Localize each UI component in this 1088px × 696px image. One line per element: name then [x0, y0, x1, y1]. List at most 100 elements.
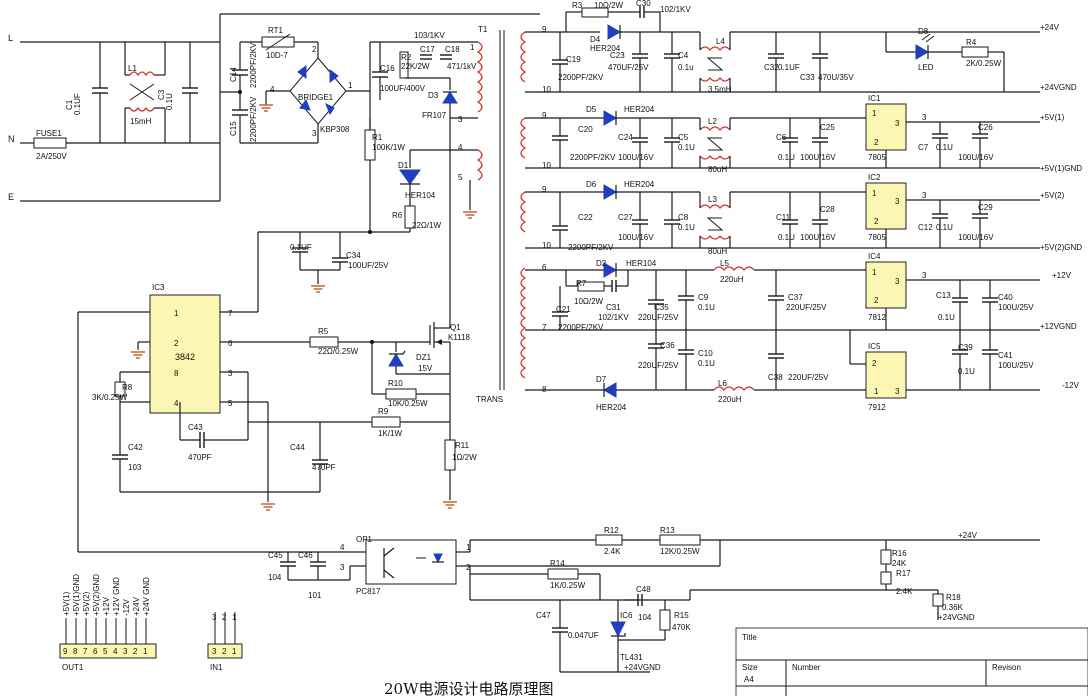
svg-text:3: 3	[895, 197, 900, 206]
r4-ref: R4	[966, 38, 977, 47]
c9-ref: C9	[698, 293, 709, 302]
c48-value: 104	[638, 613, 652, 622]
svg-text:10: 10	[542, 241, 551, 250]
c1-ref: C1	[65, 99, 74, 110]
out1-pin-number: 7	[83, 647, 88, 656]
c13-ref: C13	[936, 291, 951, 300]
c43-ref: C43	[188, 423, 203, 432]
rt1-ref: RT1	[268, 26, 284, 35]
r3-ref: R3	[572, 1, 583, 10]
svg-text:3: 3	[458, 115, 463, 124]
ic4-body	[865, 261, 907, 309]
c37-ref: C37	[788, 293, 803, 302]
l2-value: 80uH	[708, 165, 727, 174]
r14-value: 1K/0.25W	[550, 581, 586, 590]
c32-ref: C32	[764, 63, 779, 72]
c12-ref: C12	[918, 223, 933, 232]
ic1-part: 7805	[868, 153, 886, 162]
c39-ref: C39	[958, 343, 973, 352]
r9-value: 1K/1W	[378, 429, 402, 438]
out1-signal-label: +24V GND	[142, 577, 151, 616]
c41-ref: C41	[998, 351, 1013, 360]
svg-text:2: 2	[222, 647, 227, 656]
out-neg12v-label: -12V	[1062, 381, 1080, 390]
out1-signal-label: +5V(2)	[82, 591, 91, 616]
l3-ref: L3	[708, 195, 717, 204]
svg-text:1: 1	[466, 543, 471, 552]
c3-value: 0.1U	[165, 93, 174, 110]
ic5-body	[865, 351, 907, 399]
r7-ref: R7	[576, 279, 587, 288]
out1-pin-number: 9	[63, 647, 68, 656]
out1-signal-label: +12V GND	[112, 577, 121, 616]
d2-ref: D2	[596, 259, 607, 268]
c30-value: 102/1KV	[660, 5, 691, 14]
c38-value: 220UF/25V	[788, 373, 829, 382]
output-24v: R3 10Ω/2W C30 102/1KV D4 HER204 C19 2200…	[525, 0, 1077, 94]
c23-value: 470UF/25V	[608, 63, 649, 72]
svg-text:1: 1	[872, 109, 877, 118]
r15-ref: R15	[674, 611, 689, 620]
op1-part: PC817	[356, 587, 381, 596]
svg-text:2: 2	[872, 359, 877, 368]
svg-text:3: 3	[895, 119, 900, 128]
ic3-body	[149, 294, 221, 414]
svg-text:9: 9	[542, 25, 547, 34]
r2-ref: R2	[401, 53, 412, 62]
svg-text:3: 3	[228, 369, 233, 378]
d5-ref: D5	[586, 105, 597, 114]
c21-value: 2200PF/2KV	[558, 323, 604, 332]
c46-ref: C46	[298, 551, 313, 560]
fb-24vgnd-label: +24VGND	[624, 663, 661, 672]
titleblock-title: Title	[742, 633, 757, 642]
c31-ref: C31	[606, 303, 621, 312]
connector-in1: 3 2 1 3 2 1 IN1	[207, 612, 243, 672]
out-12v-label: +12V	[1052, 271, 1072, 280]
c31-value: 102/1KV	[598, 313, 629, 322]
svg-text:3: 3	[895, 387, 900, 396]
r11-ref: R11	[455, 441, 470, 450]
output-5v-2: D6 HER204 C22 2200PF/2KV C27 100U/16V C8…	[525, 173, 1082, 256]
titleblock-revision: Revison	[992, 663, 1021, 672]
svg-text:10: 10	[542, 85, 551, 94]
c27-value: 100U/16V	[618, 233, 654, 242]
svg-text:4: 4	[340, 543, 345, 552]
c10-ref: C10	[698, 349, 713, 358]
out1-ref: OUT1	[62, 663, 84, 672]
c3-ref: C3	[157, 89, 166, 100]
ic6-ref: IC6	[620, 611, 633, 620]
r5-ref: R5	[318, 327, 329, 336]
c42-value: 103	[128, 463, 142, 472]
l5-value: 220uH	[720, 275, 744, 284]
c38-ref: C38	[768, 373, 783, 382]
c23-ref: C23	[610, 51, 625, 60]
r6-value: 22Ω/1W	[412, 221, 442, 230]
c17-ref: C17	[420, 45, 435, 54]
c19-ref: C19	[566, 55, 581, 64]
l1-ref: L1	[128, 64, 137, 73]
ic2-ref: IC2	[868, 173, 881, 182]
r13-ref: R13	[660, 526, 675, 535]
r7-value: 10Ω/2W	[574, 297, 604, 306]
svg-text:8: 8	[174, 369, 179, 378]
r11-value: 1Ω/2W	[452, 453, 477, 462]
svg-text:2: 2	[174, 339, 179, 348]
c20-value: 2200PF/2KV	[570, 153, 616, 162]
svg-text:1: 1	[470, 43, 475, 52]
out1-signal-label: +5V(2)GND	[92, 574, 101, 616]
svg-text:3: 3	[922, 113, 927, 122]
ic6-part: TL431	[620, 653, 643, 662]
c4-value: 0.1u	[678, 63, 694, 72]
bridge-ref: BRIDGE1	[298, 93, 334, 102]
title-block: Title Size A4 Number Revison	[735, 627, 1088, 696]
d7-ref: D7	[596, 375, 607, 384]
c33-value: 470U/35V	[818, 73, 854, 82]
svg-text:9: 9	[542, 185, 547, 194]
connector-out1: 9+5V(1)8+5V(1)GND7+5V(2)6+5V(2)GND5+12V4…	[59, 574, 157, 672]
c26-value: 100U/16V	[958, 153, 994, 162]
d2-value: HER104	[626, 259, 657, 268]
c24-ref: C24	[618, 133, 633, 142]
output-5v-1: D5 HER204 C20 2200PF/2KV C24 100U/16V C5…	[525, 94, 1082, 174]
svg-text:2: 2	[466, 563, 471, 572]
